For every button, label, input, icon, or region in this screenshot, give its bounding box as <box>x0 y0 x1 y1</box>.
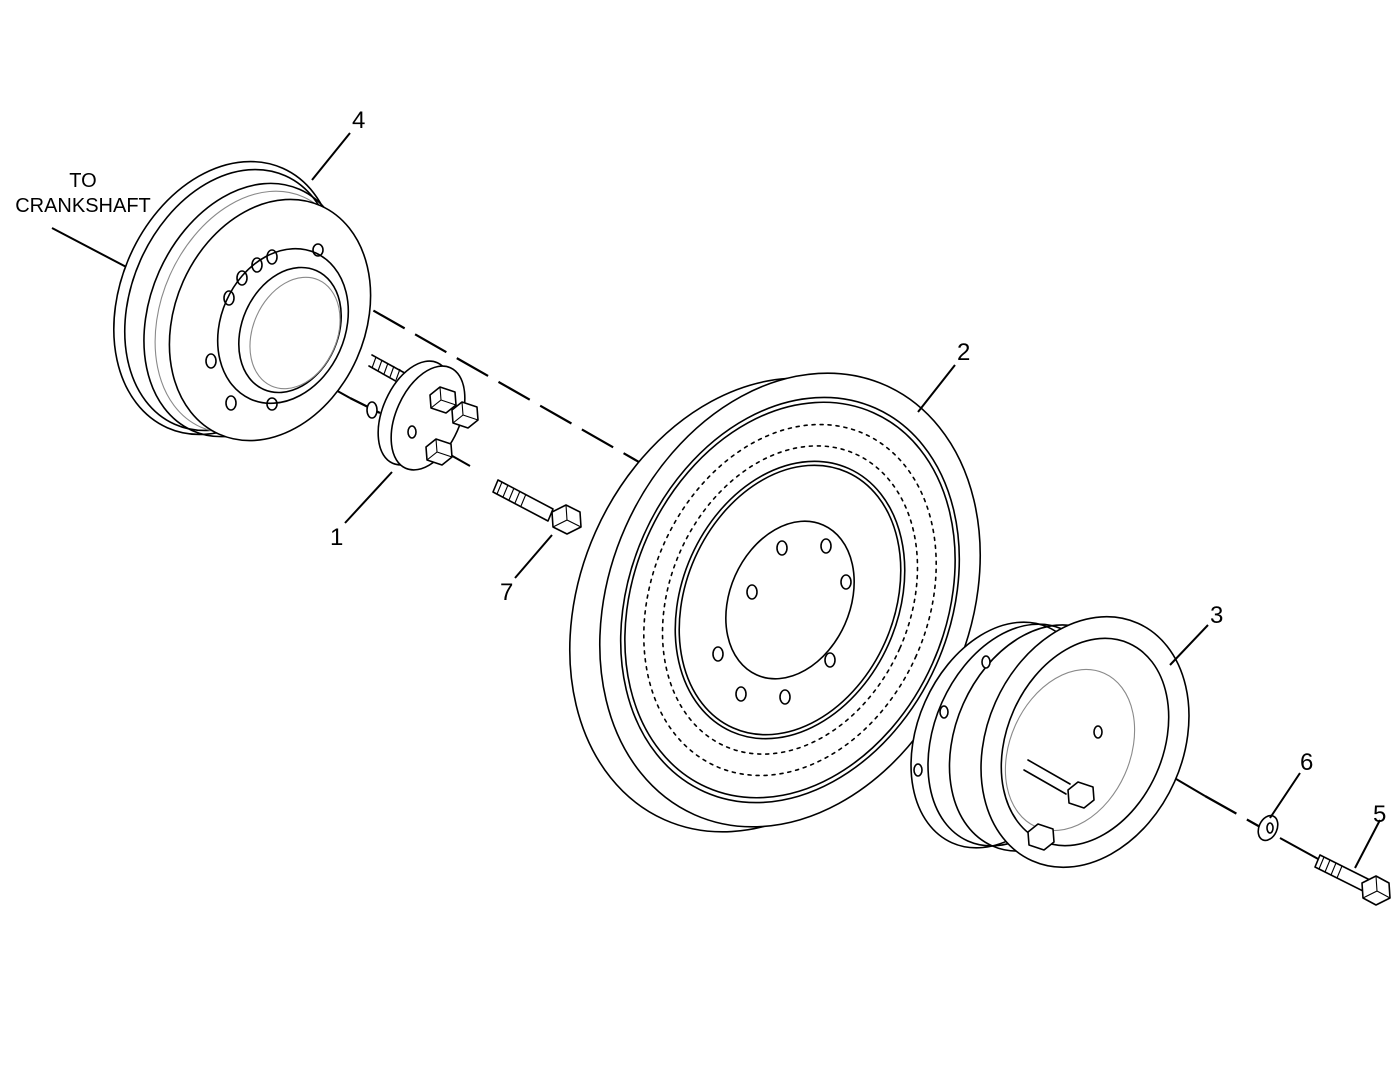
callout-6: 6 <box>1300 749 1313 776</box>
part-1-hex-nuts <box>425 386 479 466</box>
part-2-damper <box>568 372 982 833</box>
note-line-1: TO <box>69 170 96 192</box>
callout-7: 7 <box>500 579 513 606</box>
part-5-bolt <box>1314 854 1391 906</box>
part-7-bolt <box>492 479 582 535</box>
part-1-spacer <box>366 354 479 471</box>
part-3-pulley <box>910 615 1190 869</box>
part-4-pulley <box>113 160 372 442</box>
callout-1: 1 <box>330 524 343 551</box>
callout-2: 2 <box>957 339 970 366</box>
callout-3: 3 <box>1210 602 1223 629</box>
callout-4: 4 <box>352 107 365 134</box>
leader-lines <box>311 132 1381 869</box>
crankshaft-note: TO CRANKSHAFT <box>15 170 151 217</box>
callout-5: 5 <box>1373 801 1386 828</box>
callout-labels: 1 2 3 4 5 6 7 <box>330 107 1386 828</box>
part-4-bolt-holes <box>205 243 324 411</box>
note-line-2: CRANKSHAFT <box>15 195 151 217</box>
part-6-washer <box>1257 814 1279 842</box>
part-2-bolt-holes <box>712 538 852 705</box>
